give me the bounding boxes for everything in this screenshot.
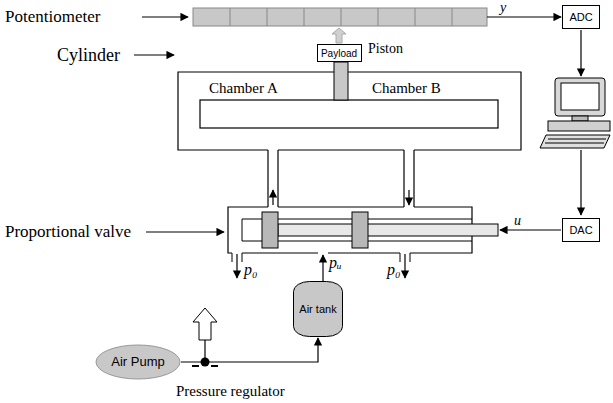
part-label: Proportional valve <box>5 223 131 240</box>
flow-arrow <box>408 190 409 205</box>
exhaust-arrow <box>236 254 237 278</box>
flow-arrow <box>272 190 273 205</box>
part-label: Pressure regulator <box>176 384 285 399</box>
leader-arrow <box>134 54 174 55</box>
signal-name: u <box>514 214 521 228</box>
payload-box: Payload <box>317 44 362 62</box>
signal-wire <box>580 30 581 76</box>
node-text: ADC <box>569 11 592 23</box>
supply-arrow <box>322 255 323 281</box>
signal-wire <box>500 229 561 230</box>
signal-name: y <box>500 1 506 15</box>
potentiometer-bar <box>193 8 487 26</box>
pressure-symbol: p₀ <box>387 262 401 278</box>
air-pump: Air Pump <box>95 344 181 380</box>
proportional-valve <box>228 207 498 262</box>
cylinder-body <box>178 72 521 207</box>
node-text: Air tank <box>298 303 338 315</box>
signal-wire <box>580 150 581 215</box>
chamber-label: Chamber A <box>209 81 278 96</box>
exhaust-arrow <box>404 254 405 278</box>
converter-box: DAC <box>562 218 600 242</box>
leader-arrow <box>146 231 224 232</box>
part-label: Cylinder <box>57 46 120 64</box>
pressure-symbol: pᵤ <box>329 255 342 271</box>
node-text: Payload <box>321 48 357 59</box>
converter-box: ADC <box>562 5 600 29</box>
computer-icon <box>540 78 610 148</box>
air-line <box>181 338 318 362</box>
signal-wire <box>487 16 561 17</box>
leader-arrow <box>142 16 188 17</box>
node-text: Air Pump <box>111 355 164 369</box>
pressure-regulator-symbol <box>192 308 218 367</box>
part-label: Potentiometer <box>5 8 100 25</box>
piston <box>334 62 348 100</box>
chamber-label: Chamber B <box>372 81 441 96</box>
air-tank: Air tank <box>293 281 343 337</box>
node-text: DAC <box>569 224 592 236</box>
wiper-arrow <box>332 28 346 43</box>
pressure-symbol: p₀ <box>244 262 258 278</box>
part-label: Piston <box>368 42 403 56</box>
